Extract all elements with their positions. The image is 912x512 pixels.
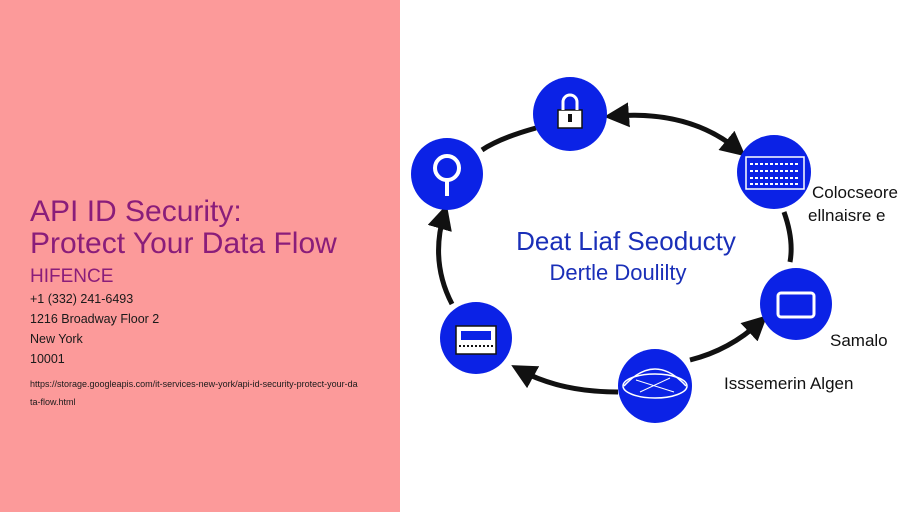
- center-subtitle: Dertle Doulilty: [550, 260, 687, 285]
- arrow-lock-document: [604, 102, 746, 157]
- dish-node: [618, 349, 692, 423]
- arrow-dish-to-monitor: [689, 315, 768, 363]
- company-name: HIFENCE: [30, 266, 114, 287]
- diagram-panel: Deat Liaf Seoducty Dertle Doulilty Coloc…: [400, 0, 912, 512]
- keyboard-node: [440, 302, 512, 374]
- arrow-document-monitor: [781, 211, 794, 263]
- arrow-keyboard-to-search: [427, 204, 455, 306]
- search-icon: [433, 154, 461, 196]
- title-line-1: API ID Security:: [30, 195, 242, 228]
- monitor-node: [760, 268, 832, 340]
- label-right-top-1: Colocseore: [812, 183, 898, 202]
- center-title: Deat Liaf Seoducty: [516, 226, 736, 256]
- city: New York: [30, 332, 83, 346]
- label-right-mid: Samalo: [830, 331, 888, 350]
- cycle-diagram: Deat Liaf Seoducty Dertle Doulilty: [411, 77, 832, 423]
- lock-icon: [557, 93, 583, 129]
- zip-code: 10001: [30, 352, 65, 366]
- document-node: [737, 135, 811, 209]
- dish-icon: [622, 368, 688, 399]
- arrow-lock-to-search: [480, 125, 537, 153]
- page-url[interactable]: https://storage.googleapis.com/it-servic…: [30, 379, 358, 407]
- label-bottom-right: Isssemerin Algen: [724, 374, 854, 393]
- keyboard-icon: [455, 325, 497, 355]
- title-line-2: Protect Your Data Flow: [30, 227, 337, 260]
- phone-number: +1 (332) 241-6493: [30, 292, 134, 306]
- search-node: [411, 138, 483, 210]
- monitor-icon: [776, 291, 816, 319]
- label-right-top-2: ellnaisre e: [808, 206, 886, 225]
- left-panel: API ID Security: Protect Your Data Flow …: [0, 0, 400, 512]
- document-icon: [745, 156, 805, 190]
- street-address: 1216 Broadway Floor 2: [30, 312, 160, 326]
- page-title: API ID Security: Protect Your Data Flow: [30, 196, 390, 260]
- arrow-dish-to-keyboard: [511, 365, 619, 395]
- lock-node: [533, 77, 607, 151]
